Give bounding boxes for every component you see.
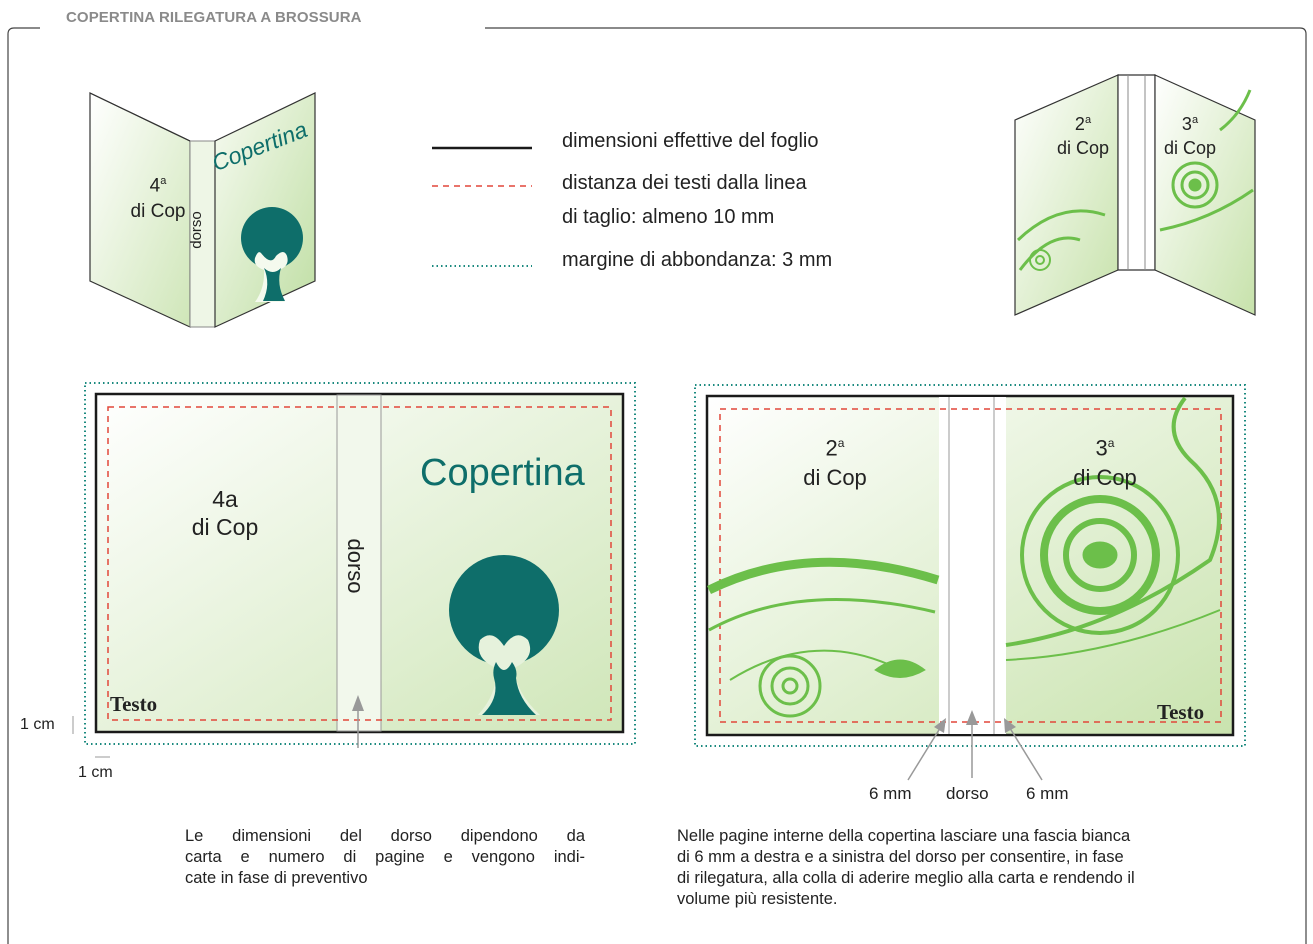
measure-center-label: dorso — [946, 784, 989, 803]
flat-cover-safe-area — [107, 406, 612, 721]
flat-tree-logo — [449, 555, 559, 715]
small-tree-logo — [241, 207, 303, 302]
inside-note: Nelle pagine interne della copertina las… — [677, 827, 1135, 908]
small-back-label: 4a di Cop — [130, 175, 186, 223]
flat-inside-swirls — [707, 396, 1221, 718]
small-inside-right-label: 3a di Cop — [1163, 114, 1217, 158]
flat-cover-bleed — [84, 382, 636, 745]
small-inside-illustration — [1014, 74, 1256, 316]
legend-lines — [432, 146, 532, 267]
flat-inside-left-label: 2a di Cop — [803, 435, 867, 491]
flat-cover-text-label: Testo — [110, 692, 158, 716]
margin-horizontal-label: 1 cm — [78, 764, 113, 781]
small-cover-illustration — [89, 92, 316, 328]
small-inside-left-label: 2a di Cop — [1056, 114, 1110, 158]
spine-note: Le dimensioni del dorso dipendono da car… — [185, 827, 585, 887]
legend-dashed-text-1: distanza dei testi dalla linea — [562, 172, 807, 194]
flat-cover-diagram — [84, 382, 636, 748]
flat-inside-text-label: Testo — [1157, 700, 1205, 724]
flat-inside-diagram — [694, 384, 1246, 781]
flat-front-title: Copertina — [420, 452, 585, 494]
legend-dotted-text: margine di abbondanza: 3 mm — [562, 249, 833, 271]
flat-inside-right-label: 3a di Cop — [1073, 435, 1137, 491]
measure-right-label: 6 mm — [1026, 784, 1069, 803]
measure-left-label: 6 mm — [869, 784, 912, 803]
page-title: COPERTINA RILEGATURA A BROSSURA — [62, 9, 366, 26]
flat-spine-label: dorso — [343, 538, 368, 594]
small-spine-label: dorso — [188, 211, 205, 249]
margin-markers — [72, 716, 110, 758]
legend-dashed-text-2: di taglio: almeno 10 mm — [562, 206, 775, 228]
margin-vertical-label: 1 cm — [20, 716, 55, 733]
legend-solid-text: dimensioni effettive del foglio — [562, 130, 819, 152]
flat-cover-spine — [336, 394, 382, 732]
